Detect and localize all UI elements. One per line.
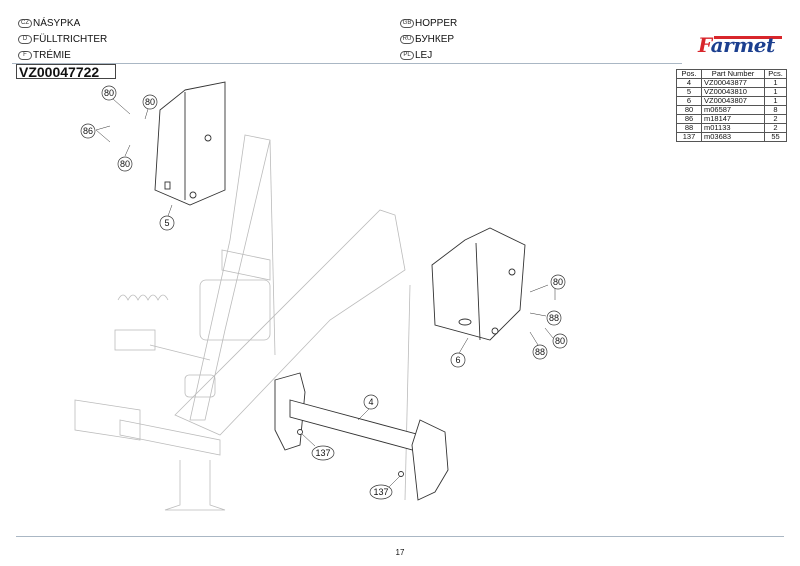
nut-137	[297, 429, 303, 435]
plate-6-fold	[475, 242, 481, 341]
callout-label: 88	[549, 313, 559, 323]
title-text-pl: LEJ	[415, 50, 433, 61]
callout-label: 137	[315, 448, 330, 458]
callout-88: 88	[546, 310, 562, 326]
callout-label: 4	[368, 397, 373, 407]
plate-6	[431, 227, 526, 341]
title-f: F TRÉMIE	[18, 50, 71, 61]
plate-5-hole	[204, 134, 212, 142]
leader-137	[301, 433, 316, 447]
plate-5	[154, 81, 226, 206]
callout-label: 86	[83, 126, 93, 136]
lang-badge-gb: GB	[400, 19, 414, 28]
hitch-cylinder	[74, 399, 141, 441]
callout-label: 80	[104, 88, 114, 98]
beam-right-flange	[411, 419, 449, 501]
callout-5: 5	[159, 215, 175, 231]
plate-6-slot	[458, 318, 472, 326]
callout-137: 137	[311, 445, 335, 461]
title-gb: GB HOPPER	[400, 18, 457, 29]
callout-80: 80	[142, 94, 158, 110]
leader-80	[112, 98, 131, 115]
logo-letters-rest: armet	[710, 33, 776, 57]
cell-pcs: 55	[764, 132, 787, 142]
leader-6	[457, 337, 469, 356]
callout-label: 80	[555, 336, 565, 346]
callout-label: 88	[535, 347, 545, 357]
title-text-d: FÜLLTRICHTER	[33, 34, 108, 45]
logo-bar	[714, 36, 782, 39]
farmet-logo: Farmet	[698, 33, 775, 57]
leader-80	[124, 144, 131, 157]
plate-5-slot	[164, 181, 171, 190]
plate-6-hole	[508, 268, 516, 276]
jack-stand	[164, 460, 226, 511]
callout-label: 5	[164, 218, 169, 228]
leader-137	[387, 475, 401, 489]
callout-label: 80	[145, 97, 155, 107]
leader-88	[529, 331, 539, 346]
callout-6: 6	[450, 352, 466, 368]
callout-label: 6	[455, 355, 460, 365]
leader-80	[544, 327, 554, 339]
callout-80: 80	[552, 333, 568, 349]
title-pl: PL LEJ	[400, 50, 432, 61]
callout-86: 86	[80, 123, 96, 139]
lang-badge-f: F	[18, 51, 32, 60]
title-cz: CZ NÁSYPKA	[18, 18, 80, 29]
spring-tines	[117, 294, 169, 301]
leader-80	[144, 108, 149, 120]
title-d: D FÜLLTRICHTER	[18, 34, 107, 45]
lang-badge-ru: RU	[400, 35, 414, 44]
callouts: 80 80 86 80 5 80 88 80 88 6 4 137 137	[80, 85, 568, 500]
title-text-gb: HOPPER	[415, 18, 458, 29]
coupling-block	[114, 329, 156, 351]
centerline	[404, 284, 411, 501]
leader-5	[167, 204, 173, 217]
frame-edge	[269, 139, 276, 356]
leader-80	[529, 283, 556, 300]
beam-4	[289, 399, 421, 453]
plate-6-hole	[491, 327, 499, 335]
hitch-tube	[119, 419, 221, 456]
callout-80: 80	[117, 156, 133, 172]
plate-5-hole	[189, 191, 197, 199]
callout-137: 137	[369, 484, 393, 500]
header-divider	[12, 63, 682, 64]
callout-4: 4	[363, 394, 379, 410]
lang-badge-d: D	[18, 35, 32, 44]
callout-88: 88	[532, 344, 548, 360]
bracket-top	[221, 249, 271, 281]
hopper-box	[199, 279, 271, 341]
callout-label: 137	[373, 487, 388, 497]
title-ru: RU БУНКЕР	[400, 34, 454, 45]
callout-label: 80	[553, 277, 563, 287]
callout-80: 80	[101, 85, 117, 101]
logo-letter-f: F	[698, 33, 711, 57]
callout-80: 80	[550, 274, 566, 290]
lang-badge-pl: PL	[400, 51, 414, 60]
title-text-cz: NÁSYPKA	[33, 18, 81, 29]
leader-4	[357, 407, 371, 421]
page-number: 17	[395, 548, 405, 557]
callout-label: 80	[120, 159, 130, 169]
lang-badge-cz: CZ	[18, 19, 32, 28]
title-text-ru: БУНКЕР	[415, 34, 455, 45]
window-cutout	[184, 374, 216, 398]
link-rod	[149, 344, 211, 361]
leader-86	[95, 125, 111, 143]
frame-arm	[174, 209, 406, 436]
footer-divider	[16, 536, 784, 537]
parts-drawing	[154, 81, 526, 501]
frame-drawing	[74, 134, 411, 511]
nut-137	[398, 471, 404, 477]
title-text-f: TRÉMIE	[33, 50, 71, 61]
drawing-number: VZ00047722	[16, 64, 116, 80]
leader-88	[529, 312, 547, 317]
